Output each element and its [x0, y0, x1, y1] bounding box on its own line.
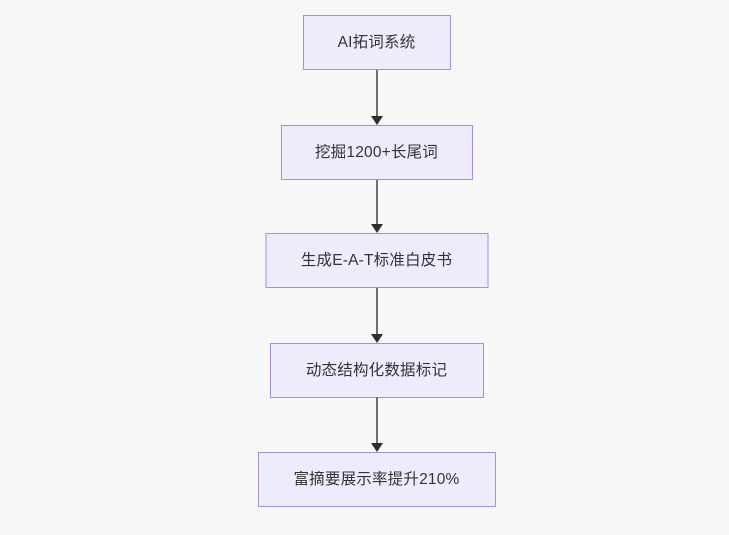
arrowhead-icon: [370, 443, 383, 452]
flowchart-node-label: AI拓词系统: [337, 33, 416, 51]
flowchart-edge-n1-n2: [369, 70, 385, 125]
flowchart-node-label: 挖掘1200+长尾词: [314, 143, 439, 161]
edge-line: [375, 288, 378, 334]
edge-line: [375, 397, 378, 443]
flowchart-node-label: 生成E-A-T标准白皮书: [300, 251, 453, 269]
arrowhead-icon: [370, 224, 383, 233]
flowchart-node-label: 富摘要展示率提升210%: [293, 470, 460, 488]
edge-line: [375, 180, 378, 224]
flowchart-edge-n2-n3: [369, 180, 385, 233]
flowchart-node-n3[interactable]: 生成E-A-T标准白皮书: [265, 233, 488, 288]
flowchart-node-n5[interactable]: 富摘要展示率提升210%: [257, 452, 496, 507]
flowchart-node-label: 动态结构化数据标记: [305, 361, 448, 379]
edge-line: [375, 70, 378, 116]
arrowhead-icon: [370, 334, 383, 343]
flowchart-node-n4[interactable]: 动态结构化数据标记: [269, 343, 484, 398]
flowchart-node-n2[interactable]: 挖掘1200+长尾词: [280, 125, 473, 180]
flowchart-edge-n4-n5: [369, 397, 385, 452]
flowchart-node-n1[interactable]: AI拓词系统: [302, 15, 451, 70]
flowchart-edge-n3-n4: [369, 288, 385, 343]
arrowhead-icon: [370, 116, 383, 125]
